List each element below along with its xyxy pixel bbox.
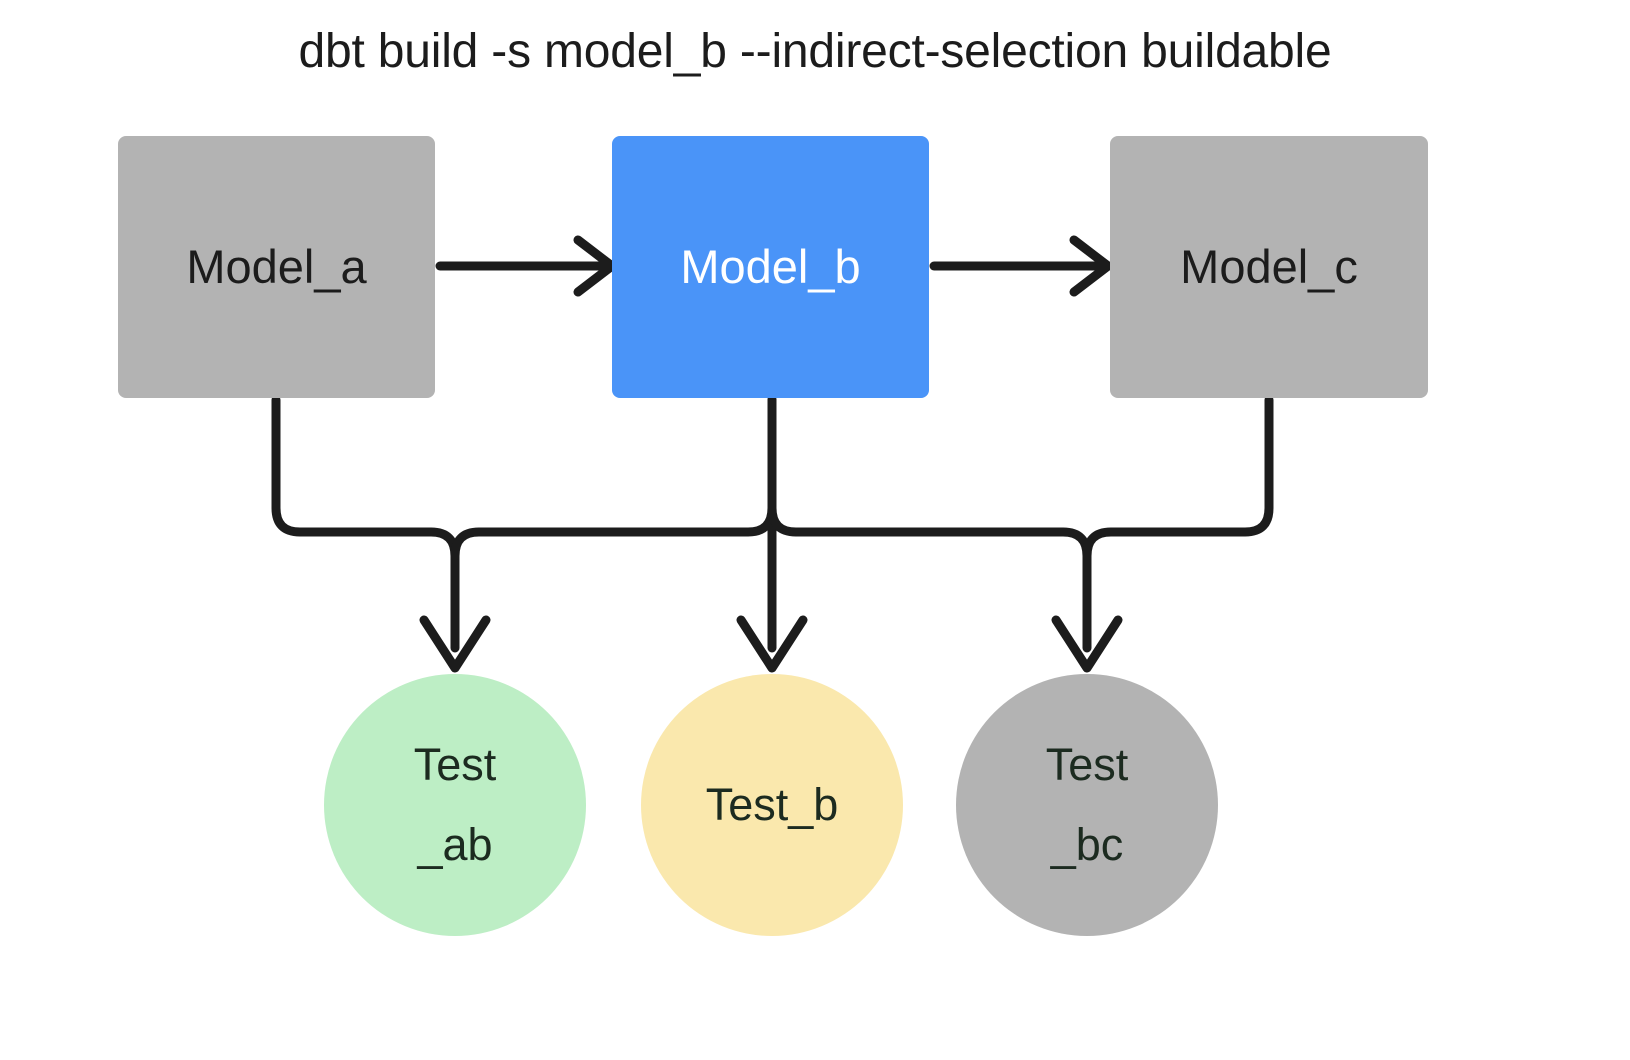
node-model-c[interactable]: Model_c [1110, 136, 1428, 398]
edge-model-b-to-test-b [736, 395, 808, 673]
edge-model-b-to-test-bc [767, 395, 1123, 673]
node-test-bc[interactable]: Test _bc [956, 674, 1218, 936]
edge-model-a-to-model-b [435, 235, 617, 297]
node-test-b[interactable]: Test_b [641, 674, 903, 936]
node-model-c-label: Model_c [1180, 240, 1358, 294]
node-model-a[interactable]: Model_a [118, 136, 435, 398]
node-test-bc-label: Test _bc [1045, 738, 1129, 870]
edge-model-c-to-test-bc [1082, 395, 1274, 561]
node-test-ab-label: Test _ab [413, 738, 497, 870]
page-title: dbt build -s model_b --indirect-selectio… [298, 25, 1332, 78]
edge-model-b-to-test-ab [450, 395, 777, 561]
node-model-b-label: Model_b [680, 240, 861, 294]
node-model-a-label: Model_a [186, 240, 367, 294]
node-test-ab[interactable]: Test _ab [324, 674, 586, 936]
node-model-b[interactable]: Model_b [612, 136, 929, 398]
edge-model-a-to-test-ab [271, 395, 491, 673]
node-test-b-label: Test_b [705, 778, 839, 830]
edge-model-b-to-model-c [929, 235, 1113, 297]
